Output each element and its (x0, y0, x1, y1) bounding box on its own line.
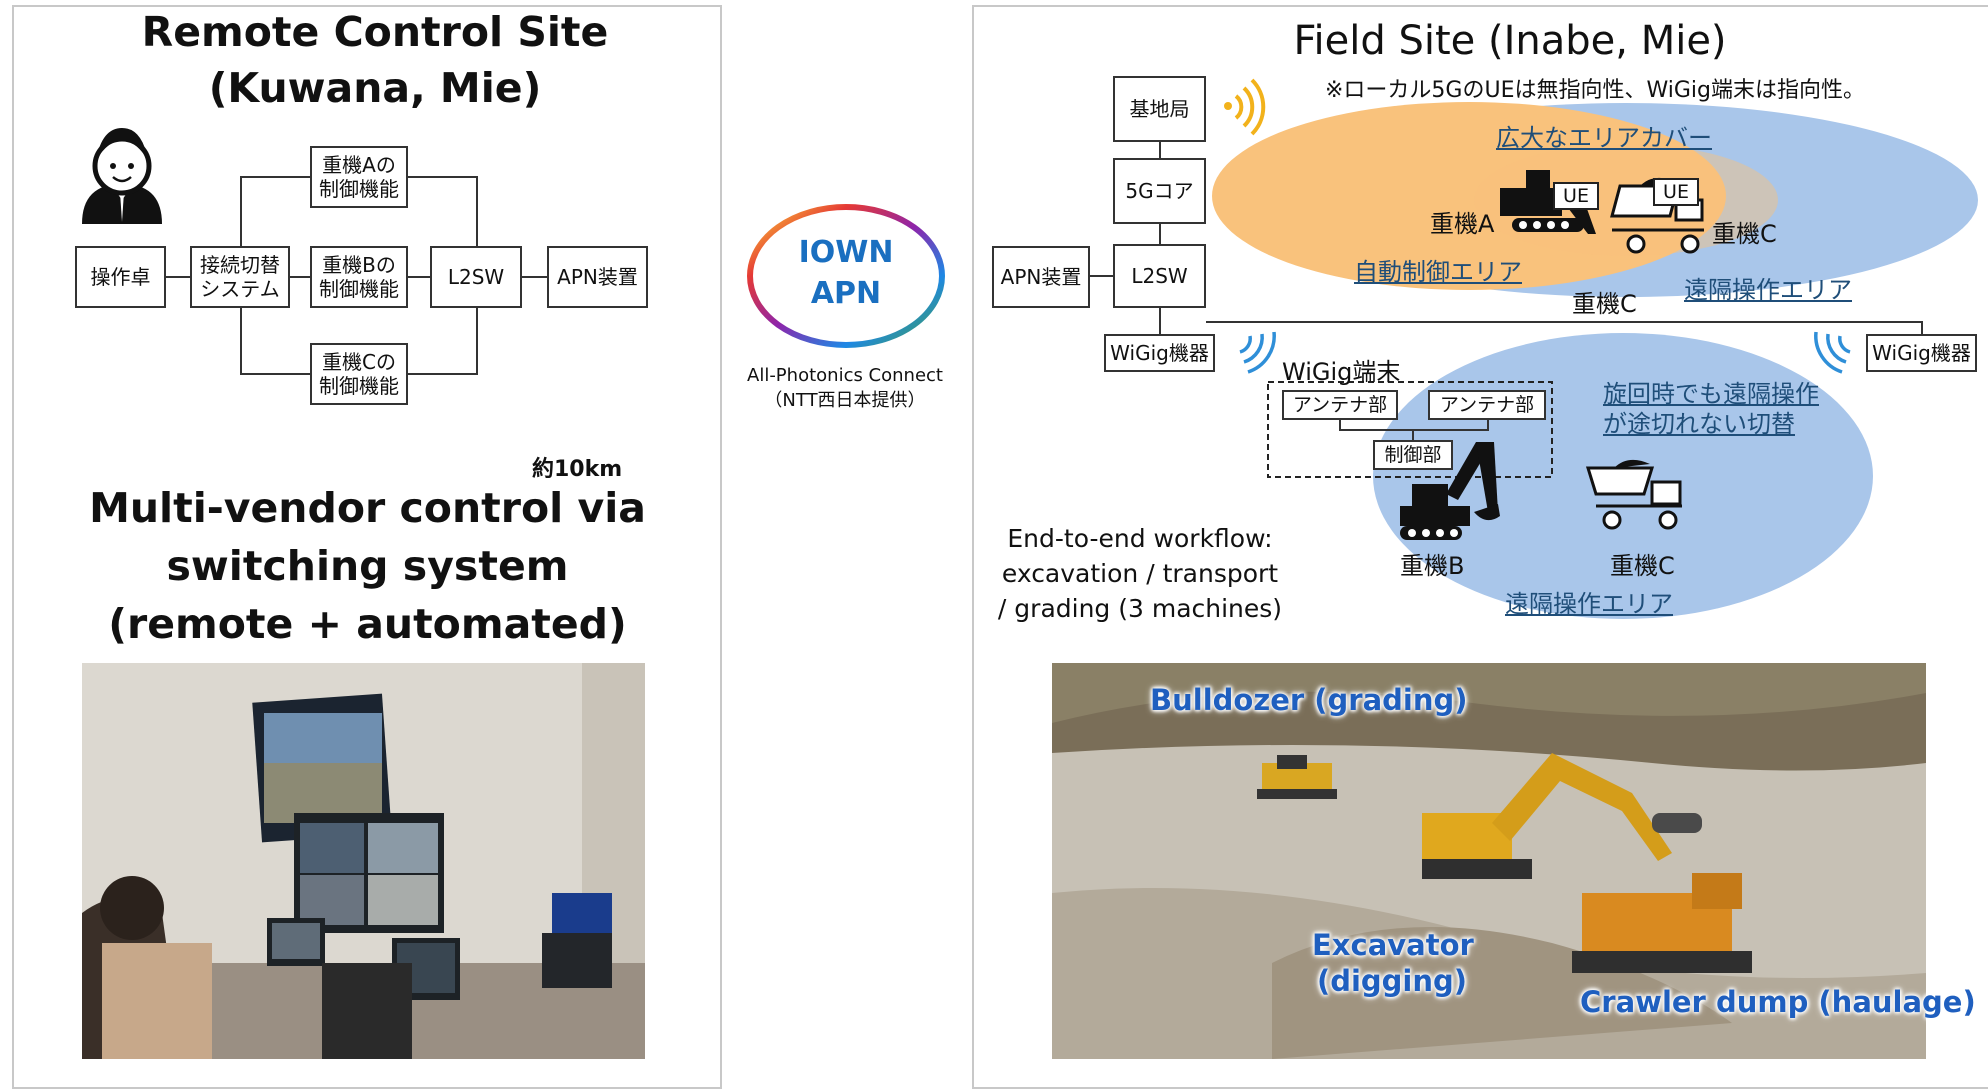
machine-c-mid-label: 重機C (1572, 290, 1637, 318)
wigig-device-right-box: WiGig機器 (1866, 334, 1977, 372)
machine-b-control-box: 重機Bの 制御機能 (310, 246, 408, 308)
construction-site-photo (1052, 663, 1926, 1059)
workflow-line2: excavation / transport (1001, 559, 1279, 588)
wigig-signal-icon (1239, 331, 1276, 374)
base-station-box: 基地局 (1113, 76, 1206, 142)
wigig-device-left-box: WiGig機器 (1104, 334, 1215, 372)
right-l2sw-box: L2SW (1113, 244, 1206, 308)
excavator-label-line1: Excavator (1312, 928, 1474, 962)
signal-wave-icon (1224, 78, 1266, 136)
swing-switch-line1: 旋回時でも遠隔操作 (1603, 380, 1819, 408)
excavator-icon (1400, 442, 1500, 540)
remote-site-title-line1: Remote Control Site (141, 8, 609, 56)
machine-c-control-box: 重機Cの 制御機能 (310, 343, 408, 405)
operator-console-box: 操作卓 (75, 246, 166, 308)
ue-box-1: UE (1553, 182, 1599, 210)
remote-site-title-line2: (Kuwana, Mie) (208, 64, 542, 112)
remote-area-top-label: 遠隔操作エリア (1684, 276, 1852, 304)
wigig-signal-icon-right (1814, 331, 1851, 374)
provider-line1: All-Photonics Connect (747, 365, 943, 386)
caption-line1: Multi-vendor control via (89, 484, 646, 532)
field-site-title: Field Site (Inabe, Mie) (1293, 18, 1727, 64)
caption-line3: (remote + automated) (108, 600, 627, 648)
wigig-terminal-label: WiGig端末 (1282, 358, 1401, 386)
auto-control-area-label: 自動制御エリア (1354, 258, 1522, 286)
provider-line2: （NTT西日本提供） (764, 390, 926, 411)
control-unit-box: 制御部 (1373, 440, 1453, 470)
remote-area-bottom-label: 遠隔操作エリア (1505, 590, 1673, 618)
antenna-box-1: アンテナ部 (1282, 390, 1398, 420)
machine-a-label: 重機A (1430, 210, 1495, 238)
directivity-note: ※ローカル5GのUEは無指向性、WiGig端末は指向性。 (1325, 78, 1865, 103)
machine-c-top-label: 重機C (1712, 220, 1777, 248)
machine-c-bottom-label: 重機C (1610, 552, 1675, 580)
excavator-label-line2: (digging) (1316, 964, 1468, 998)
antenna-box-2: アンテナ部 (1428, 390, 1546, 420)
workflow-line3: / grading (3 machines) (997, 594, 1283, 623)
operator-person-icon (82, 128, 162, 224)
ue-box-2: UE (1653, 178, 1699, 206)
dump-truck-icon-bottom (1585, 459, 1682, 530)
left-apn-device-box: APN装置 (547, 246, 648, 308)
swing-switch-line2: が途切れない切替 (1603, 410, 1795, 438)
control-room-photo (82, 663, 645, 1059)
left-l2sw-box: L2SW (430, 246, 522, 308)
machine-a-control-box: 重機Aの 制御機能 (310, 146, 408, 208)
workflow-line1: End-to-end workflow: (1007, 524, 1273, 553)
5g-core-box: 5Gコア (1113, 158, 1206, 224)
iown-label: IOWN (798, 235, 894, 270)
right-apn-device-box: APN装置 (992, 246, 1090, 308)
distance-label: 約10km (532, 457, 623, 482)
switch-system-box: 接続切替 システム (190, 246, 290, 308)
bulldozer-label: Bulldozer (grading) (1150, 683, 1468, 717)
machine-b-label: 重機B (1400, 552, 1465, 580)
crawler-dump-label: Crawler dump (haulage) (1580, 985, 1976, 1019)
wide-area-coverage-label: 広大なエリアカバー (1496, 124, 1712, 152)
apn-label: APN (810, 276, 882, 311)
caption-line2: switching system (166, 542, 569, 590)
